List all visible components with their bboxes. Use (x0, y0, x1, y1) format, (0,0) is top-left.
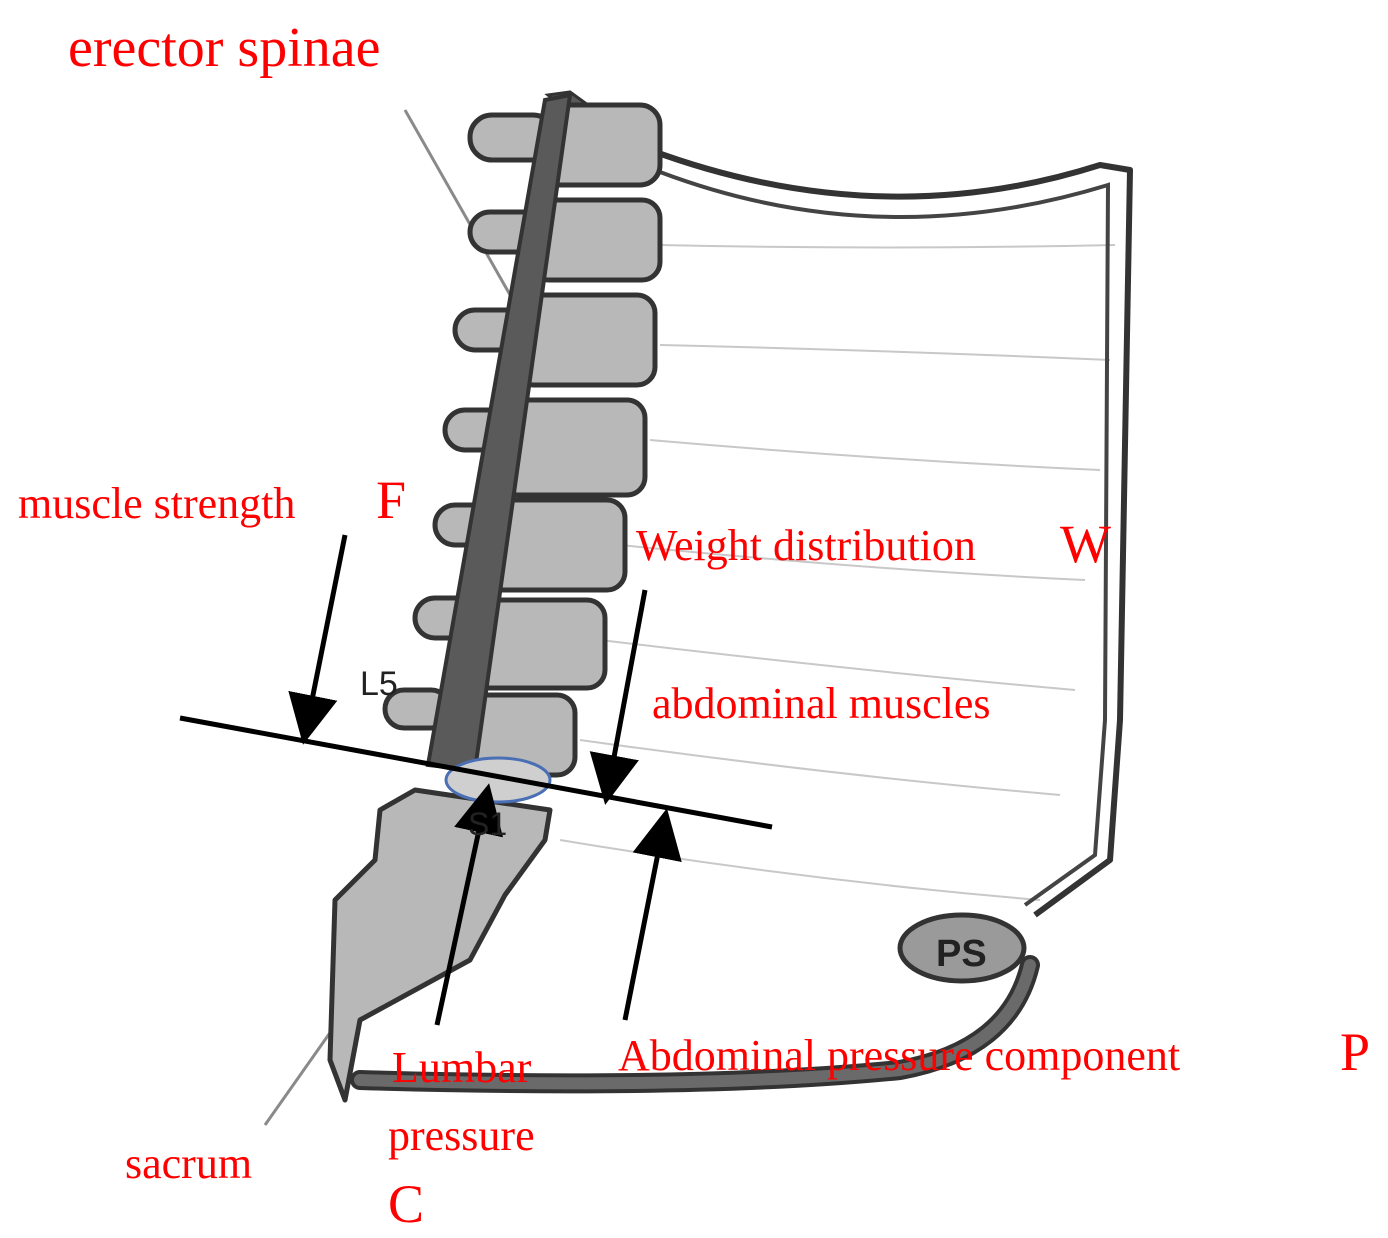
l5-s1-disc (444, 756, 552, 804)
label-lumbar-symbol: C (388, 1174, 424, 1234)
l5-label: L5 (360, 665, 398, 703)
muscle-strength-arrow (288, 534, 348, 745)
label-lumbar-pressure: pressure (388, 1111, 535, 1160)
label-lumbar: Lumbar (392, 1043, 532, 1092)
label-abdominal-pressure-symbol: P (1340, 1022, 1370, 1082)
abdominal-wall-inner (659, 170, 1111, 907)
label-sacrum: sacrum (125, 1139, 252, 1188)
label-weight-distribution-symbol: W (1060, 514, 1111, 574)
sacrum-shape (327, 787, 553, 1103)
label-weight-distribution: Weight distribution (636, 521, 976, 570)
label-erector-spinae: erector spinae (68, 17, 380, 79)
label-abdominal-muscles: abdominal muscles (652, 679, 991, 728)
ps-label: PS (936, 933, 987, 975)
s1-label: S1 (468, 806, 507, 842)
label-abdominal-pressure: Abdominal pressure component (618, 1031, 1180, 1080)
label-muscle-strength-symbol: F (376, 470, 406, 530)
abdominal-wall-outline (648, 147, 1133, 918)
weight-distribution-arrow (589, 589, 648, 805)
lower-abdominal-band-fill (354, 959, 1036, 1090)
pubic-symphysis (897, 912, 1027, 984)
label-muscle-strength: muscle strength (18, 479, 295, 528)
abdominal-pressure-arrow (622, 808, 682, 1021)
lumbar-pressure-arrow (434, 783, 504, 1026)
abdominal-fascia-lines (559, 244, 1116, 901)
